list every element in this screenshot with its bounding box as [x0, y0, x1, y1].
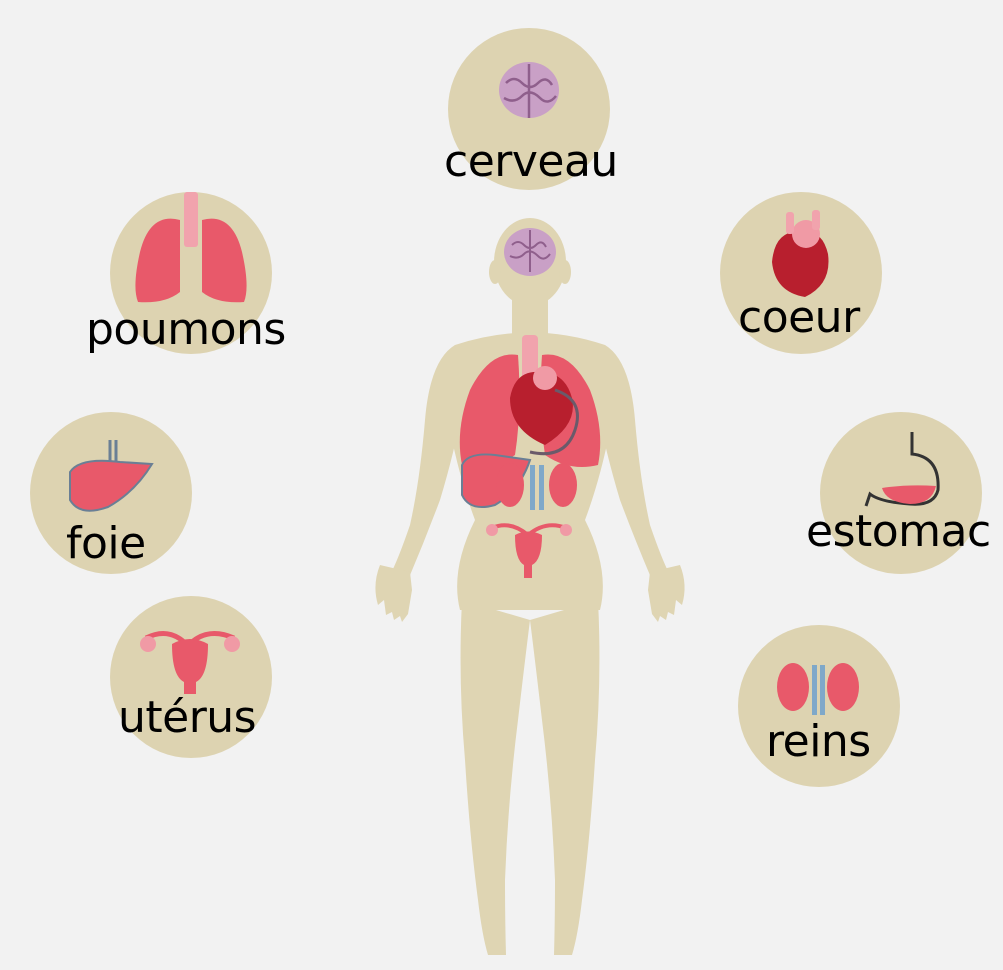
stomach-label: estomac	[806, 510, 991, 554]
liver-label: foie	[66, 522, 146, 566]
heart-label: coeur	[738, 296, 860, 340]
lungs-label: poumons	[86, 308, 286, 352]
brain-label: cerveau	[444, 140, 618, 184]
body-brain-icon	[504, 228, 556, 276]
kidneys-label: reins	[766, 720, 871, 764]
body-silhouette	[375, 218, 684, 955]
uterus-label: utérus	[118, 696, 256, 740]
